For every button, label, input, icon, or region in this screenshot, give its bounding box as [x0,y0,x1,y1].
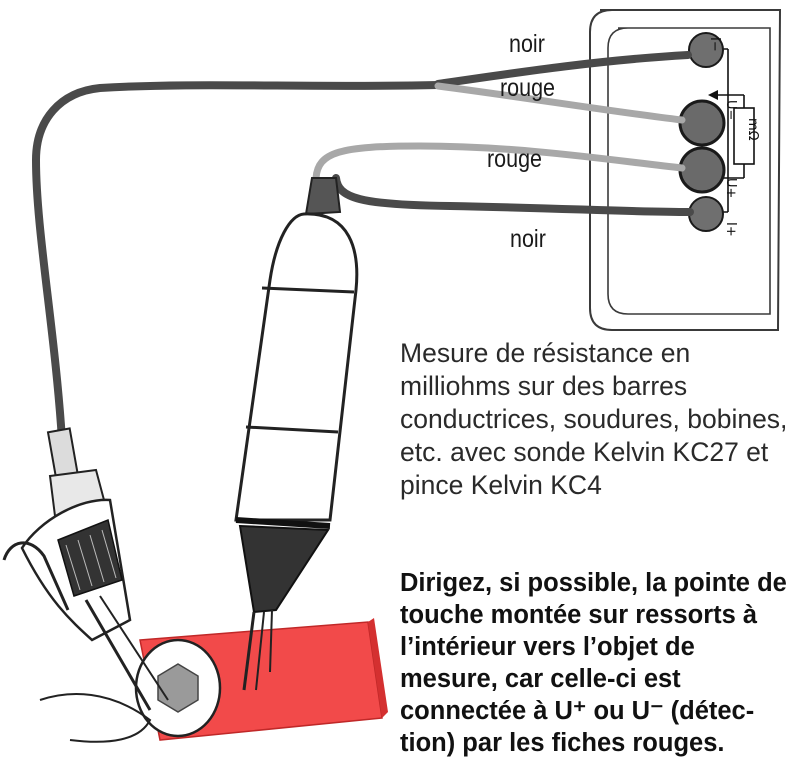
pin-label-i-plus: I+ [723,222,738,237]
label-bottom-black: noir [510,225,546,253]
lead-top-red [434,82,686,124]
label-top-black: noir [509,30,545,58]
cables [31,51,694,444]
kelvin-clamp [2,427,169,743]
pin-label-u-plus: U+ [723,178,738,199]
lead-top-black [434,51,692,88]
label-top-red: rouge [500,74,555,102]
clamp-grip [57,518,123,597]
terminal-i-minus [688,32,724,68]
pin-label-i-minus: I− [707,37,722,52]
probe-instruction-note: Dirigez, si possible, la pointe de touch… [400,569,787,757]
resistance-unit-label: mΩ [745,118,760,141]
terminal-i-plus [688,196,724,232]
lead-bottom-red [312,142,686,182]
measurement-caption: Mesure de résistance en milliohms sur de… [400,338,788,500]
clamp-cable-black [31,81,442,444]
kelvin-probe [234,177,359,691]
terminal-u-plus [678,146,726,194]
conductor-bar [134,618,388,741]
instrument-panel [589,9,782,331]
terminals [678,32,726,232]
label-bottom-red: rouge [487,145,542,173]
lead-bottom-black [332,174,694,216]
pin-label-u-minus: U− [723,100,738,121]
terminal-u-minus [678,99,726,147]
